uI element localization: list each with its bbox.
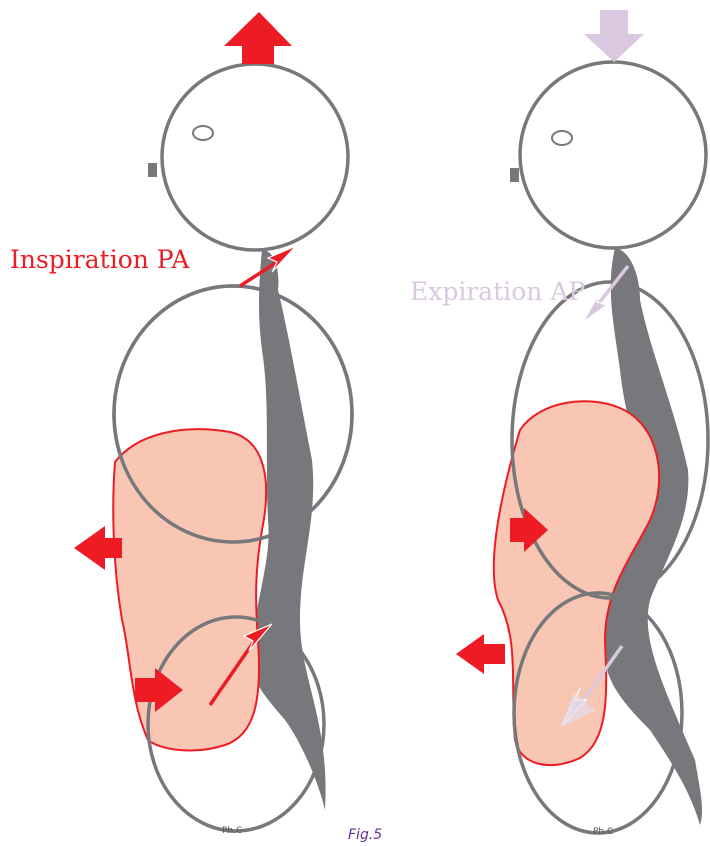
credit-right: Ph.C [593, 827, 613, 837]
downward-arrow-icon [584, 10, 644, 62]
eye-ellipse [552, 131, 572, 145]
head-circle [162, 64, 348, 250]
abdomen-organ [113, 429, 266, 750]
expiration-label: Expiration AP [410, 277, 585, 306]
upward-arrow-icon [224, 12, 292, 64]
ear-mark [510, 168, 519, 182]
expiration-figure: Expiration AP Ph.C [410, 10, 708, 837]
inspiration-label: Inspiration PA [10, 245, 190, 274]
eye-ellipse [193, 126, 213, 140]
figure-caption: Fig.5 [348, 827, 382, 843]
credit-left: Ph.C [222, 826, 242, 836]
outward-arrow-icon [456, 634, 505, 674]
inspiration-figure: Inspiration PA Ph.C [10, 12, 352, 836]
ear-mark [148, 163, 157, 177]
head-circle [520, 62, 706, 248]
